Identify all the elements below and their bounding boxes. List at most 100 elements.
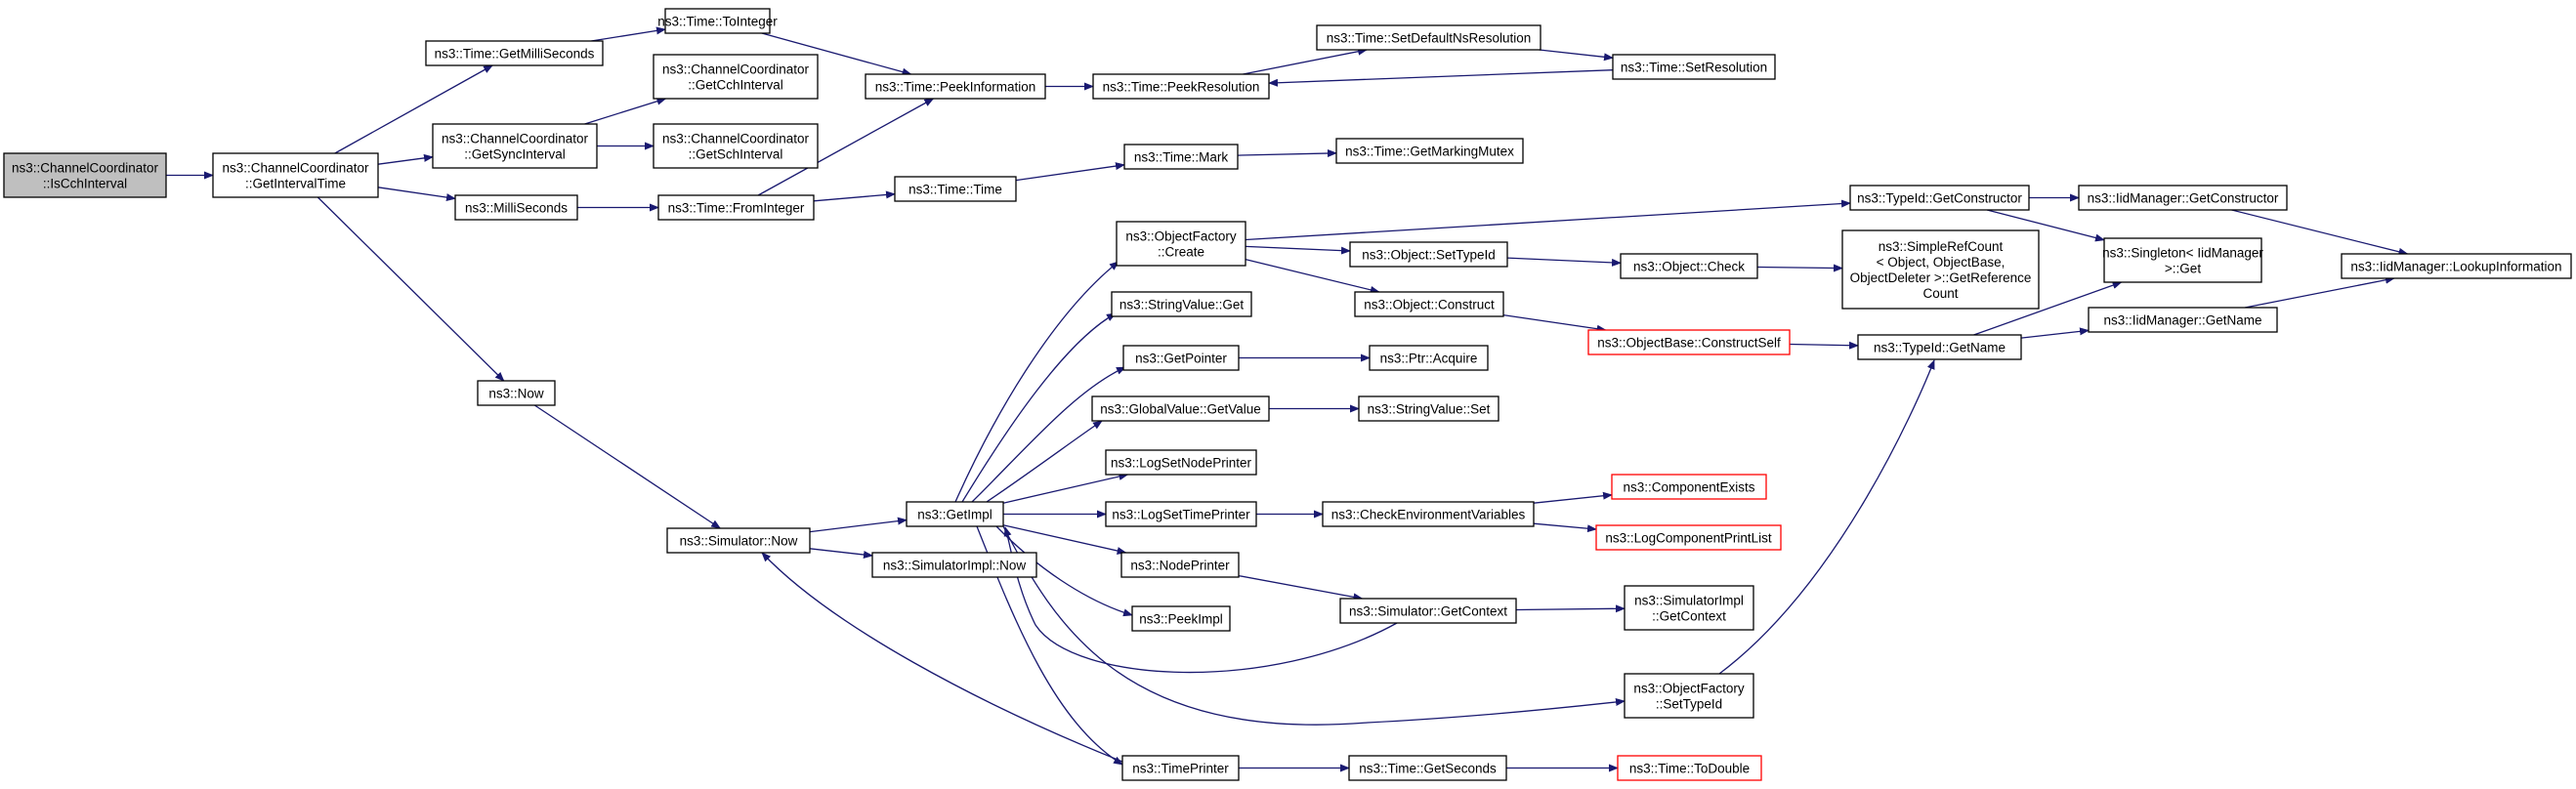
node-objectFactoryCreate[interactable]: ns3::ObjectFactory::Create (1116, 221, 1246, 267)
edge-timeMark-to-getMarkingMutex (1237, 149, 1337, 158)
node-getSyncInterval[interactable]: ns3::ChannelCoordinator::GetSyncInterval (432, 123, 598, 169)
node-simulatorImplNow[interactable]: ns3::SimulatorImpl::Now (871, 552, 1037, 578)
node-typeIdGetConstructor-label-0: ns3::TypeId::GetConstructor (1857, 191, 2022, 206)
node-simulatorGetContext-label-0: ns3::Simulator::GetContext (1349, 604, 1507, 619)
node-objectCheck[interactable]: ns3::Object::Check (1620, 253, 1758, 279)
node-nodePrinter[interactable]: ns3::NodePrinter (1120, 552, 1240, 578)
node-peekInformation-label-0: ns3::Time::PeekInformation (875, 80, 1036, 95)
edge-getIntervalTime-to-now (317, 196, 505, 382)
node-milliSeconds-box (454, 194, 578, 221)
node-fromInteger-label-0: ns3::Time::FromInteger (668, 201, 805, 216)
node-simpleRefCount[interactable]: ns3::SimpleRefCount< Object, ObjectBase,… (1841, 229, 2040, 310)
node-toInteger[interactable]: ns3::Time::ToInteger (657, 8, 778, 34)
node-timePrinter[interactable]: ns3::TimePrinter (1121, 755, 1240, 781)
edge-simulatorGetContext-to-getImpl (1003, 526, 1398, 674)
node-peekImpl-label-0: ns3::PeekImpl (1139, 612, 1223, 627)
node-getMarkingMutex[interactable]: ns3::Time::GetMarkingMutex (1335, 138, 1524, 164)
node-logSetNodePrinter-label-0: ns3::LogSetNodePrinter (1111, 456, 1252, 471)
node-simpleRefCount-box (1841, 229, 2040, 310)
node-typeIdGetConstructor[interactable]: ns3::TypeId::GetConstructor (1849, 185, 2030, 211)
node-typeIdGetName-box (1857, 334, 2022, 360)
edge-peekResolution-to-setDefaultNsResolution (1243, 47, 1369, 75)
node-setResolution-label-0: ns3::Time::SetResolution (1621, 61, 1767, 75)
node-logComponentPrintList-label-0: ns3::LogComponentPrintList (1605, 531, 1772, 546)
node-objectConstruct-label-0: ns3::Object::Construct (1364, 298, 1495, 312)
node-iidManagerGetName[interactable]: ns3::IidManager::GetName (2088, 307, 2278, 333)
node-milliSeconds[interactable]: ns3::MilliSeconds (454, 194, 578, 221)
node-getSchInterval[interactable]: ns3::ChannelCoordinator::GetSchInterval (653, 123, 819, 169)
node-logComponentPrintList[interactable]: ns3::LogComponentPrintList (1595, 524, 1782, 551)
node-peekResolution-box (1092, 73, 1270, 100)
node-getPointer[interactable]: ns3::GetPointer (1122, 345, 1240, 371)
node-objectBaseConstructSelf-box (1587, 329, 1791, 355)
node-peekInformation[interactable]: ns3::Time::PeekInformation (865, 73, 1046, 100)
node-timeMark[interactable]: ns3::Time::Mark (1123, 144, 1239, 170)
node-objectSetTypeId[interactable]: ns3::Object::SetTypeId (1349, 241, 1508, 268)
node-simulatorGetContext[interactable]: ns3::Simulator::GetContext (1339, 598, 1517, 624)
node-now[interactable]: ns3::Now (477, 380, 556, 406)
node-root[interactable]: ns3::ChannelCoordinator::IsCchInterval (3, 152, 167, 198)
node-typeIdGetName[interactable]: ns3::TypeId::GetName (1857, 334, 2022, 360)
node-stringValueGet[interactable]: ns3::StringValue::Get (1111, 291, 1252, 317)
node-stringValueSet[interactable]: ns3::StringValue::Set (1358, 395, 1499, 422)
node-simulatorNow[interactable]: ns3::Simulator::Now (666, 527, 811, 554)
node-checkEnvironmentVariables[interactable]: ns3::CheckEnvironmentVariables (1322, 501, 1535, 527)
call-nodes: ns3::ChannelCoordinator::IsCchIntervalns… (3, 8, 2572, 781)
node-iidManagerLookupInformation[interactable]: ns3::IidManager::LookupInformation (2341, 253, 2572, 279)
node-typeIdGetConstructor-box (1849, 185, 2030, 211)
edge-objectFactoryCreate-to-objectSetTypeId (1245, 245, 1351, 255)
node-logSetNodePrinter-box (1105, 449, 1257, 476)
node-typeIdGetName-label-0: ns3::TypeId::GetName (1874, 341, 2006, 355)
edge-objectFactoryCreate-to-objectConstruct (1245, 258, 1380, 294)
node-timeToDouble[interactable]: ns3::Time::ToDouble (1617, 755, 1762, 781)
node-globalValueGetValue[interactable]: ns3::GlobalValue::GetValue (1091, 395, 1270, 422)
edge-simulatorNow-to-simulatorImplNow (809, 548, 873, 559)
node-singletonGet[interactable]: ns3::Singleton< IidManager>::Get (2102, 237, 2263, 283)
node-getCchInterval-box (653, 54, 819, 100)
node-root-label-0: ns3::ChannelCoordinator (12, 161, 159, 176)
node-setDefaultNsResolution[interactable]: ns3::Time::SetDefaultNsResolution (1316, 24, 1541, 51)
node-getMilliSeconds[interactable]: ns3::Time::GetMilliSeconds (425, 40, 604, 66)
node-iidManagerGetConstructor[interactable]: ns3::IidManager::GetConstructor (2078, 185, 2288, 211)
edge-fromInteger-to-peekInformation (757, 98, 935, 196)
edge-getImpl-to-objectFactoryCreate (954, 261, 1119, 503)
node-timeTime[interactable]: ns3::Time::Time (894, 176, 1017, 202)
node-peekImpl[interactable]: ns3::PeekImpl (1131, 605, 1231, 632)
node-ptrAcquire-box (1369, 345, 1489, 371)
node-logSetTimePrinter[interactable]: ns3::LogSetTimePrinter (1105, 501, 1257, 527)
node-fromInteger-box (657, 194, 815, 221)
node-setResolution[interactable]: ns3::Time::SetResolution (1612, 54, 1776, 80)
node-objectBaseConstructSelf[interactable]: ns3::ObjectBase::ConstructSelf (1587, 329, 1791, 355)
node-logSetNodePrinter[interactable]: ns3::LogSetNodePrinter (1105, 449, 1257, 476)
node-toInteger-label-0: ns3::Time::ToInteger (657, 15, 778, 29)
edge-simulatorNow-to-getImpl (809, 517, 908, 533)
node-simulatorImplGetContext-label-0: ns3::SimulatorImpl (1634, 594, 1744, 608)
edge-getImpl-to-globalValueGetValue (986, 420, 1103, 503)
node-globalValueGetValue-label-0: ns3::GlobalValue::GetValue (1100, 402, 1261, 417)
node-simpleRefCount-label-1: < Object, ObjectBase, (1877, 255, 2006, 270)
node-componentExists[interactable]: ns3::ComponentExists (1611, 474, 1767, 500)
edge-timePrinter-to-simulatorNow (761, 552, 1123, 763)
node-objectBaseConstructSelf-label-0: ns3::ObjectBase::ConstructSelf (1597, 336, 1781, 351)
node-timePrinter-label-0: ns3::TimePrinter (1132, 762, 1229, 776)
edge-getImpl-to-nodePrinter (1002, 524, 1127, 555)
edge-getImpl-to-objectFactorySetTypeId (1002, 525, 1626, 726)
node-peekResolution-label-0: ns3::Time::PeekResolution (1103, 80, 1260, 95)
edge-objectFactoryCreate-to-typeIdGetConstructor (1245, 199, 1851, 241)
node-ptrAcquire[interactable]: ns3::Ptr::Acquire (1369, 345, 1489, 371)
node-timeGetSeconds[interactable]: ns3::Time::GetSeconds (1348, 755, 1507, 781)
node-getImpl[interactable]: ns3::GetImpl (906, 501, 1004, 527)
node-simulatorImplGetContext[interactable]: ns3::SimulatorImpl::GetContext (1624, 585, 1754, 631)
node-objectCheck-box (1620, 253, 1758, 279)
node-objectFactorySetTypeId[interactable]: ns3::ObjectFactory::SetTypeId (1624, 673, 1754, 719)
node-peekResolution[interactable]: ns3::Time::PeekResolution (1092, 73, 1270, 100)
node-objectConstruct-box (1354, 291, 1504, 317)
node-stringValueSet-label-0: ns3::StringValue::Set (1368, 402, 1491, 417)
edge-getMilliSeconds-to-toInteger (591, 26, 666, 42)
node-timeTime-label-0: ns3::Time::Time (908, 183, 1002, 197)
node-objectConstruct[interactable]: ns3::Object::Construct (1354, 291, 1504, 317)
node-fromInteger[interactable]: ns3::Time::FromInteger (657, 194, 815, 221)
node-getIntervalTime[interactable]: ns3::ChannelCoordinator::GetIntervalTime (212, 152, 379, 198)
node-getCchInterval[interactable]: ns3::ChannelCoordinator::GetCchInterval (653, 54, 819, 100)
